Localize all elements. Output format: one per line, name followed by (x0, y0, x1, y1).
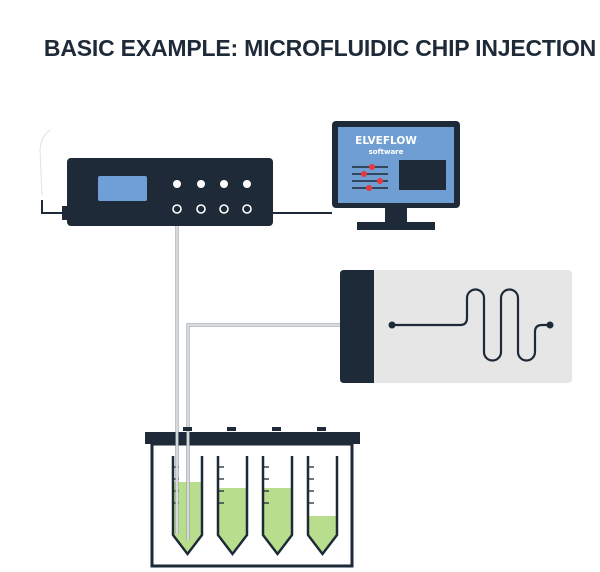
liquid-fills (173, 482, 337, 554)
chip-outlet (546, 321, 554, 329)
outlet-ports (172, 204, 252, 214)
controller-display (98, 176, 147, 201)
chip-inlet (388, 321, 396, 329)
monitor-neck (385, 208, 407, 222)
pressure-controller-icon (62, 158, 273, 226)
falcon-tube-1 (171, 456, 204, 557)
serpentine-channel (392, 288, 550, 362)
graduation-marks (173, 466, 314, 504)
diagram-title: BASIC EXAMPLE: MICROFLUIDIC CHIP INJECTI… (44, 35, 596, 61)
status-leds (173, 180, 251, 188)
monitor-base (357, 222, 435, 230)
falcon-tube-2 (216, 456, 249, 557)
monitor-graph-panel (399, 160, 446, 190)
monitor-brand: ELVEFLOW (355, 135, 417, 147)
liquid-3 (263, 488, 292, 554)
rack-lid (145, 432, 360, 444)
falcon-tube-4 (306, 456, 339, 557)
power-cable (41, 200, 68, 214)
microfluidic-chip-icon (340, 270, 572, 383)
falcon-tube-3 (261, 456, 294, 557)
liquid-4 (308, 516, 337, 554)
falcon-tubes (171, 456, 339, 557)
computer-monitor-icon: ELVEFLOW software (332, 121, 460, 230)
monitor-subtitle: software (369, 148, 404, 156)
reservoir-rack-icon (145, 427, 360, 568)
slider-controls (352, 164, 388, 191)
liquid-2 (218, 488, 247, 554)
tubing-in-reservoir (175, 432, 190, 540)
